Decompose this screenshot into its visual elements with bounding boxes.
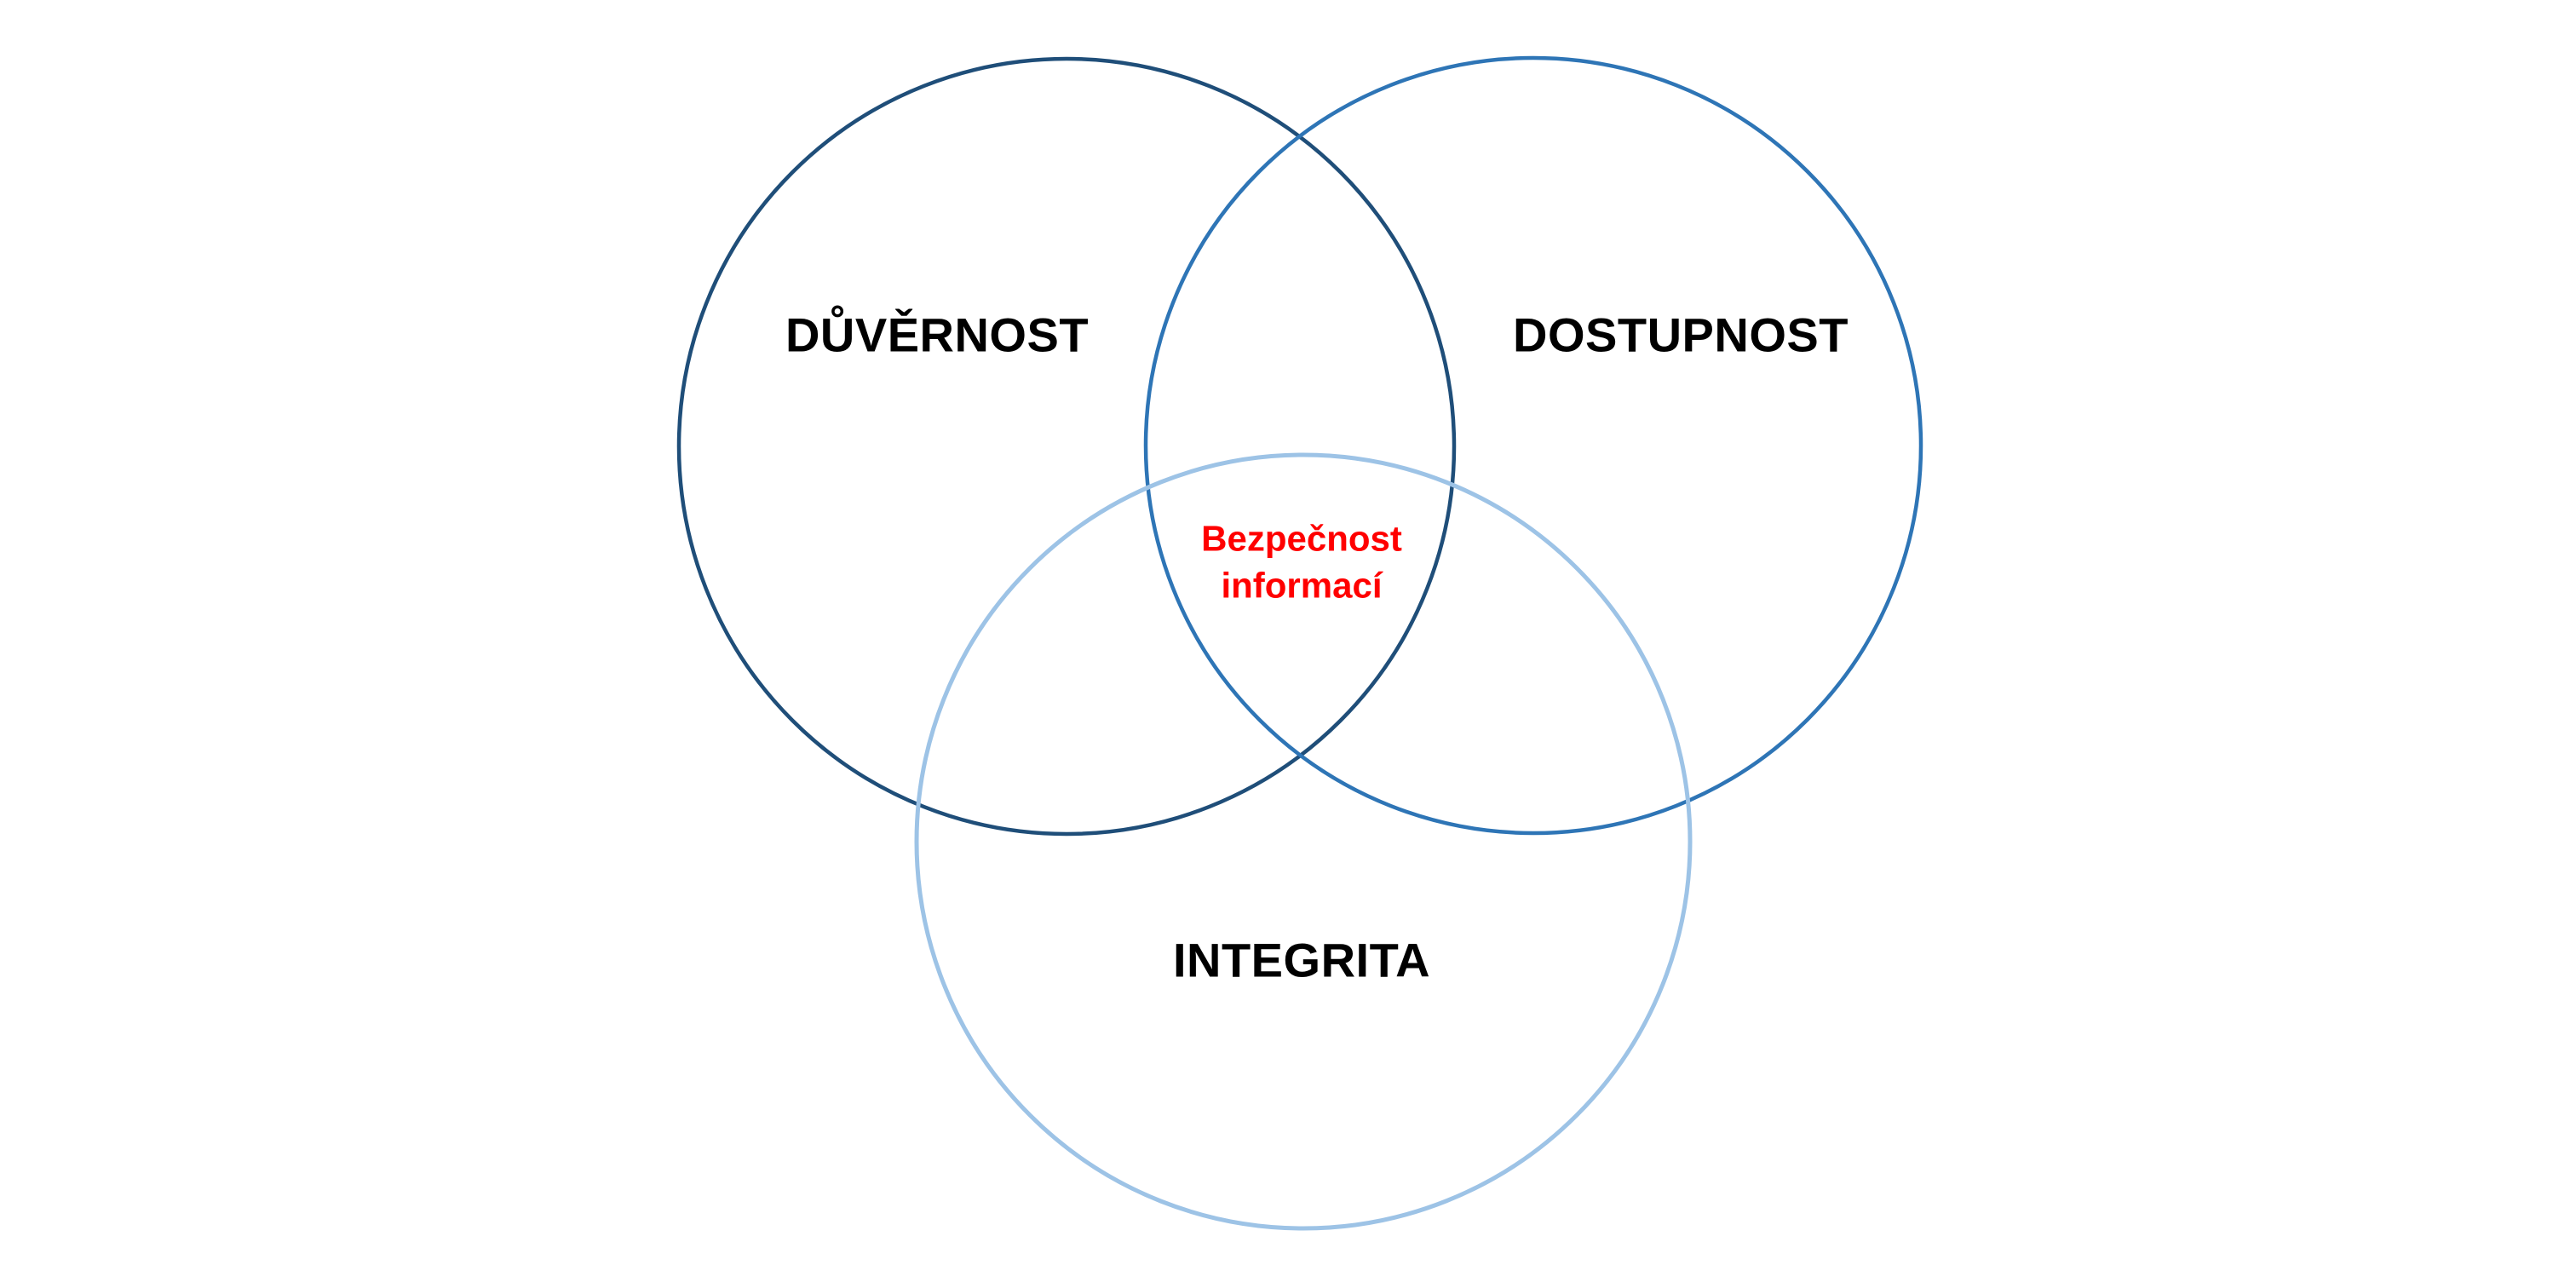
label-availability: DOSTUPNOST [1513,308,1849,362]
circle-availability [1143,55,1923,836]
label-confidentiality: DŮVĚRNOST [785,308,1090,362]
circle-integrity [914,452,1693,1231]
label-integrity: INTEGRITA [1172,933,1431,987]
label-information-security: Bezpečnost informací [1201,518,1402,605]
circle-confidentiality [676,56,1457,837]
